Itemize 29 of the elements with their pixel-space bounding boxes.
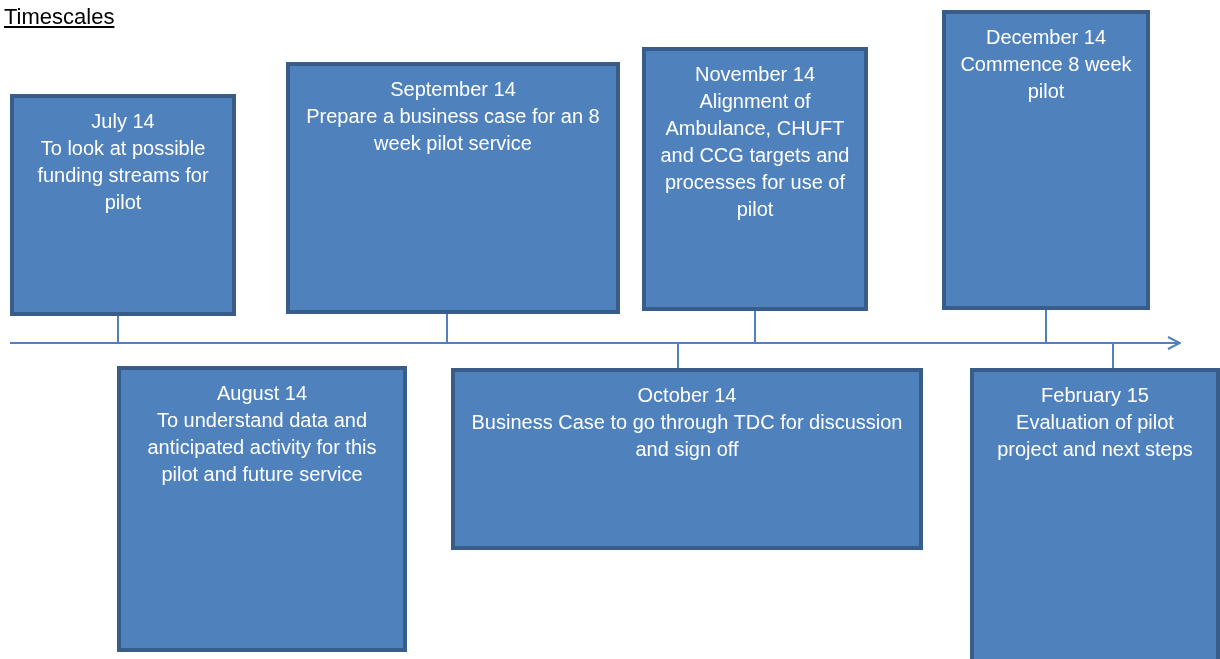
milestone-description: Alignment of Ambulance, CHUFT and CCG targets and processes for use of pilot [659, 89, 851, 222]
milestone-date: October 14 [636, 383, 738, 408]
milestone-date: July 14 [90, 109, 156, 134]
milestone-description: To understand data and anticipated activity for this pilot and future service [146, 408, 378, 487]
connector-line [117, 315, 119, 344]
milestone-description: Evaluation of pilot project and next steps [996, 410, 1194, 462]
title: Timescales [4, 4, 115, 30]
milestone-box [10, 94, 236, 316]
milestone-date: February 15 [1040, 383, 1150, 408]
milestone-box [642, 47, 868, 311]
milestone-box [451, 368, 923, 550]
connector-line [1045, 309, 1047, 344]
milestone-description: Business Case to go through TDC for discussion and sign off [470, 410, 904, 462]
milestone-date: December 14 [984, 25, 1108, 50]
timeline-axis [9, 336, 1181, 350]
milestone-box [942, 10, 1150, 310]
milestone-date: September 14 [389, 77, 517, 102]
milestone-date: August 14 [215, 381, 309, 406]
milestone-description: Prepare a business case for an 8 week pilot service [305, 104, 601, 156]
connector-line [677, 342, 679, 369]
milestone-description: To look at possible funding streams for pilot [36, 136, 210, 215]
milestone-date: November 14 [693, 62, 817, 87]
milestone-description: Commence 8 week pilot [959, 52, 1133, 104]
milestone-box [970, 368, 1220, 659]
milestone-box [117, 366, 407, 652]
milestone-box [286, 62, 620, 314]
connector-line [754, 310, 756, 344]
connector-line [1112, 342, 1114, 369]
connector-line [446, 313, 448, 344]
